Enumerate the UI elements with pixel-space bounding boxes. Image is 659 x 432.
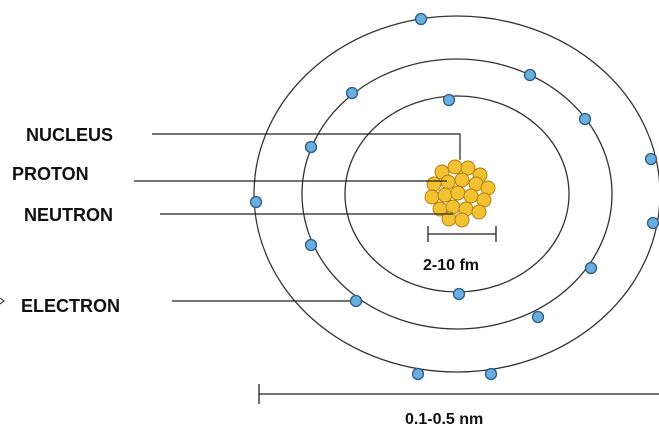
nucleon bbox=[463, 188, 479, 204]
nucleus-size-label: 2-10 fm bbox=[423, 257, 480, 274]
nucleon bbox=[454, 212, 470, 228]
proton-label: PROTON bbox=[12, 164, 89, 184]
electron bbox=[452, 287, 466, 301]
nucleon bbox=[450, 185, 466, 201]
electron bbox=[349, 294, 363, 308]
electron bbox=[484, 367, 498, 381]
electron bbox=[523, 68, 537, 82]
electron bbox=[345, 86, 359, 100]
nucleon bbox=[460, 160, 476, 176]
nucleon bbox=[440, 174, 456, 190]
orbit-middle bbox=[301, 58, 613, 330]
nucleus-scale-bar bbox=[427, 226, 497, 242]
electrons-inner-orbit bbox=[442, 93, 466, 301]
electron bbox=[414, 12, 428, 26]
atom-size-label: 0.1-0.5 nm bbox=[405, 411, 484, 428]
nucleon bbox=[471, 204, 487, 220]
nucleus-leader-line bbox=[152, 133, 461, 160]
nucleus-cluster bbox=[424, 159, 496, 228]
electron bbox=[584, 261, 598, 275]
nucleus-label: NUCLEUS bbox=[26, 125, 114, 145]
atom-scale-bar bbox=[258, 384, 659, 404]
electrons-middle-orbit bbox=[304, 68, 598, 324]
nucleon bbox=[424, 189, 440, 205]
nucleon bbox=[437, 187, 453, 203]
electron bbox=[646, 216, 659, 230]
electron bbox=[578, 112, 592, 126]
electron bbox=[304, 140, 318, 154]
electron bbox=[304, 238, 318, 252]
electron bbox=[644, 152, 658, 166]
orbit-outer bbox=[253, 15, 659, 373]
electron bbox=[442, 93, 456, 107]
edge-fragment bbox=[0, 297, 5, 305]
electron bbox=[531, 310, 545, 324]
nucleon bbox=[454, 172, 470, 188]
electron bbox=[411, 367, 425, 381]
electron bbox=[249, 195, 263, 209]
nucleon bbox=[426, 176, 442, 192]
leader-lines bbox=[134, 133, 461, 302]
neutron-label: NEUTRON bbox=[24, 205, 113, 225]
electron-label: ELECTRON bbox=[21, 296, 120, 316]
nucleon bbox=[447, 159, 463, 175]
